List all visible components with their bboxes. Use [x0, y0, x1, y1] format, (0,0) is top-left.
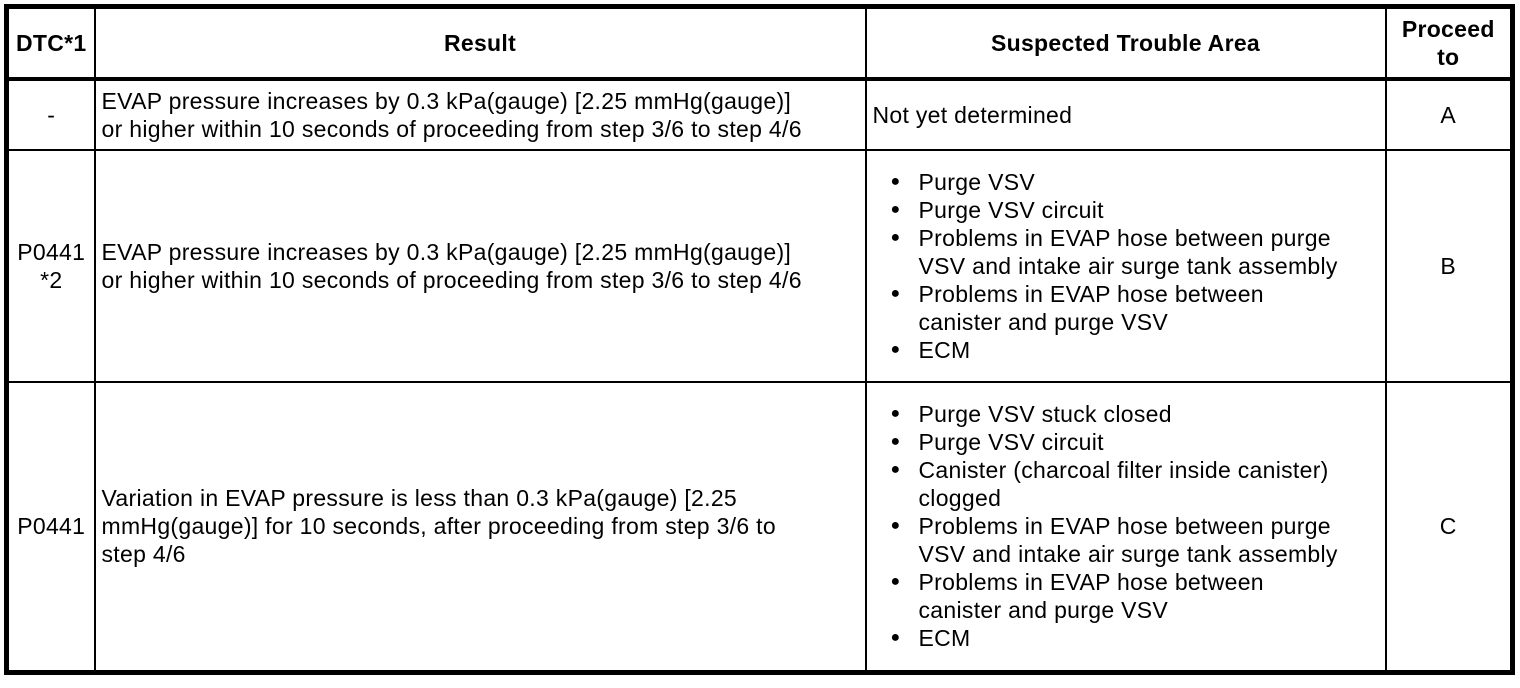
trouble-cell: ● Purge VSV stuck closed ● Purge VSV cir…	[864, 381, 1387, 673]
bullet-icon: ●	[890, 517, 901, 535]
bullet-icon: ●	[890, 285, 901, 302]
trouble-item-text: Purge VSV circuit	[918, 429, 1104, 456]
header-dtc: DTC*1	[5, 5, 96, 81]
table-row: P0441 *2 EVAP pressure increases by 0.3 …	[5, 149, 1514, 383]
dtc-result-table: DTC*1 Result Suspected Trouble Area Proc…	[4, 4, 1515, 675]
table-header-row: DTC*1 Result Suspected Trouble Area Proc…	[5, 5, 1514, 81]
trouble-list-item: ● ECM	[891, 336, 1379, 364]
trouble-list: ● Purge VSV stuck closed ● Purge VSV cir…	[873, 400, 1379, 652]
bullet-icon: ●	[890, 173, 901, 190]
trouble-list-item: ● Problems in EVAP hose between purge VS…	[891, 512, 1379, 568]
trouble-list-item: ● Purge VSV stuck closed	[891, 400, 1379, 428]
trouble-item-text: Purge VSV	[918, 169, 1035, 195]
bullet-icon: ●	[890, 229, 901, 246]
trouble-list: ● Purge VSV ● Purge VSV circuit ● Proble…	[873, 168, 1379, 364]
bullet-icon: ●	[890, 573, 901, 591]
trouble-item-text: Problems in EVAP hose between purge VSV …	[918, 513, 1338, 568]
bullet-icon: ●	[890, 433, 901, 451]
trouble-item-text: Purge VSV stuck closed	[918, 401, 1172, 428]
bullet-icon: ●	[890, 405, 901, 423]
trouble-list-item: ● ECM	[891, 624, 1379, 652]
bullet-icon: ●	[890, 341, 901, 358]
table-row: P0441 Variation in EVAP pressure is less…	[5, 381, 1514, 673]
dtc-cell: P0441	[5, 381, 96, 673]
trouble-list-item: ● Purge VSV	[891, 168, 1379, 196]
trouble-cell: ● Purge VSV ● Purge VSV circuit ● Proble…	[864, 149, 1387, 383]
trouble-item-text: Canister (charcoal filter inside caniste…	[918, 457, 1329, 512]
result-cell: EVAP pressure increases by 0.3 kPa(gauge…	[93, 149, 867, 383]
trouble-item-text: Problems in EVAP hose between purge VSV …	[918, 225, 1338, 279]
header-proceed-to: Proceed to	[1384, 5, 1514, 81]
trouble-item-text: Problems in EVAP hose between canister a…	[918, 281, 1264, 335]
bullet-icon: ●	[890, 629, 901, 647]
bullet-icon: ●	[890, 201, 901, 218]
proceed-cell: B	[1384, 149, 1514, 383]
dtc-cell: P0441 *2	[5, 149, 96, 383]
trouble-list-item: ● Problems in EVAP hose between canister…	[891, 280, 1379, 336]
trouble-item-text: ECM	[918, 625, 971, 652]
proceed-cell: C	[1384, 381, 1514, 673]
trouble-list-item: ● Canister (charcoal filter inside canis…	[891, 456, 1379, 512]
header-result: Result	[93, 5, 867, 81]
trouble-item-text: Purge VSV circuit	[918, 197, 1104, 223]
trouble-list-item: ● Purge VSV circuit	[891, 196, 1379, 224]
table-row: - EVAP pressure increases by 0.3 kPa(gau…	[5, 78, 1514, 151]
trouble-cell: Not yet determined	[864, 78, 1387, 151]
trouble-item-text: ECM	[918, 337, 971, 363]
result-cell: EVAP pressure increases by 0.3 kPa(gauge…	[93, 78, 867, 151]
trouble-item-text: Problems in EVAP hose between canister a…	[918, 569, 1264, 624]
result-cell: Variation in EVAP pressure is less than …	[93, 381, 867, 673]
trouble-list-item: ● Purge VSV circuit	[891, 428, 1379, 456]
trouble-list-item: ● Problems in EVAP hose between canister…	[891, 568, 1379, 624]
dtc-cell: -	[5, 78, 96, 151]
header-trouble-area: Suspected Trouble Area	[864, 5, 1387, 81]
trouble-list-item: ● Problems in EVAP hose between purge VS…	[891, 224, 1379, 280]
proceed-cell: A	[1384, 78, 1514, 151]
bullet-icon: ●	[890, 461, 901, 479]
